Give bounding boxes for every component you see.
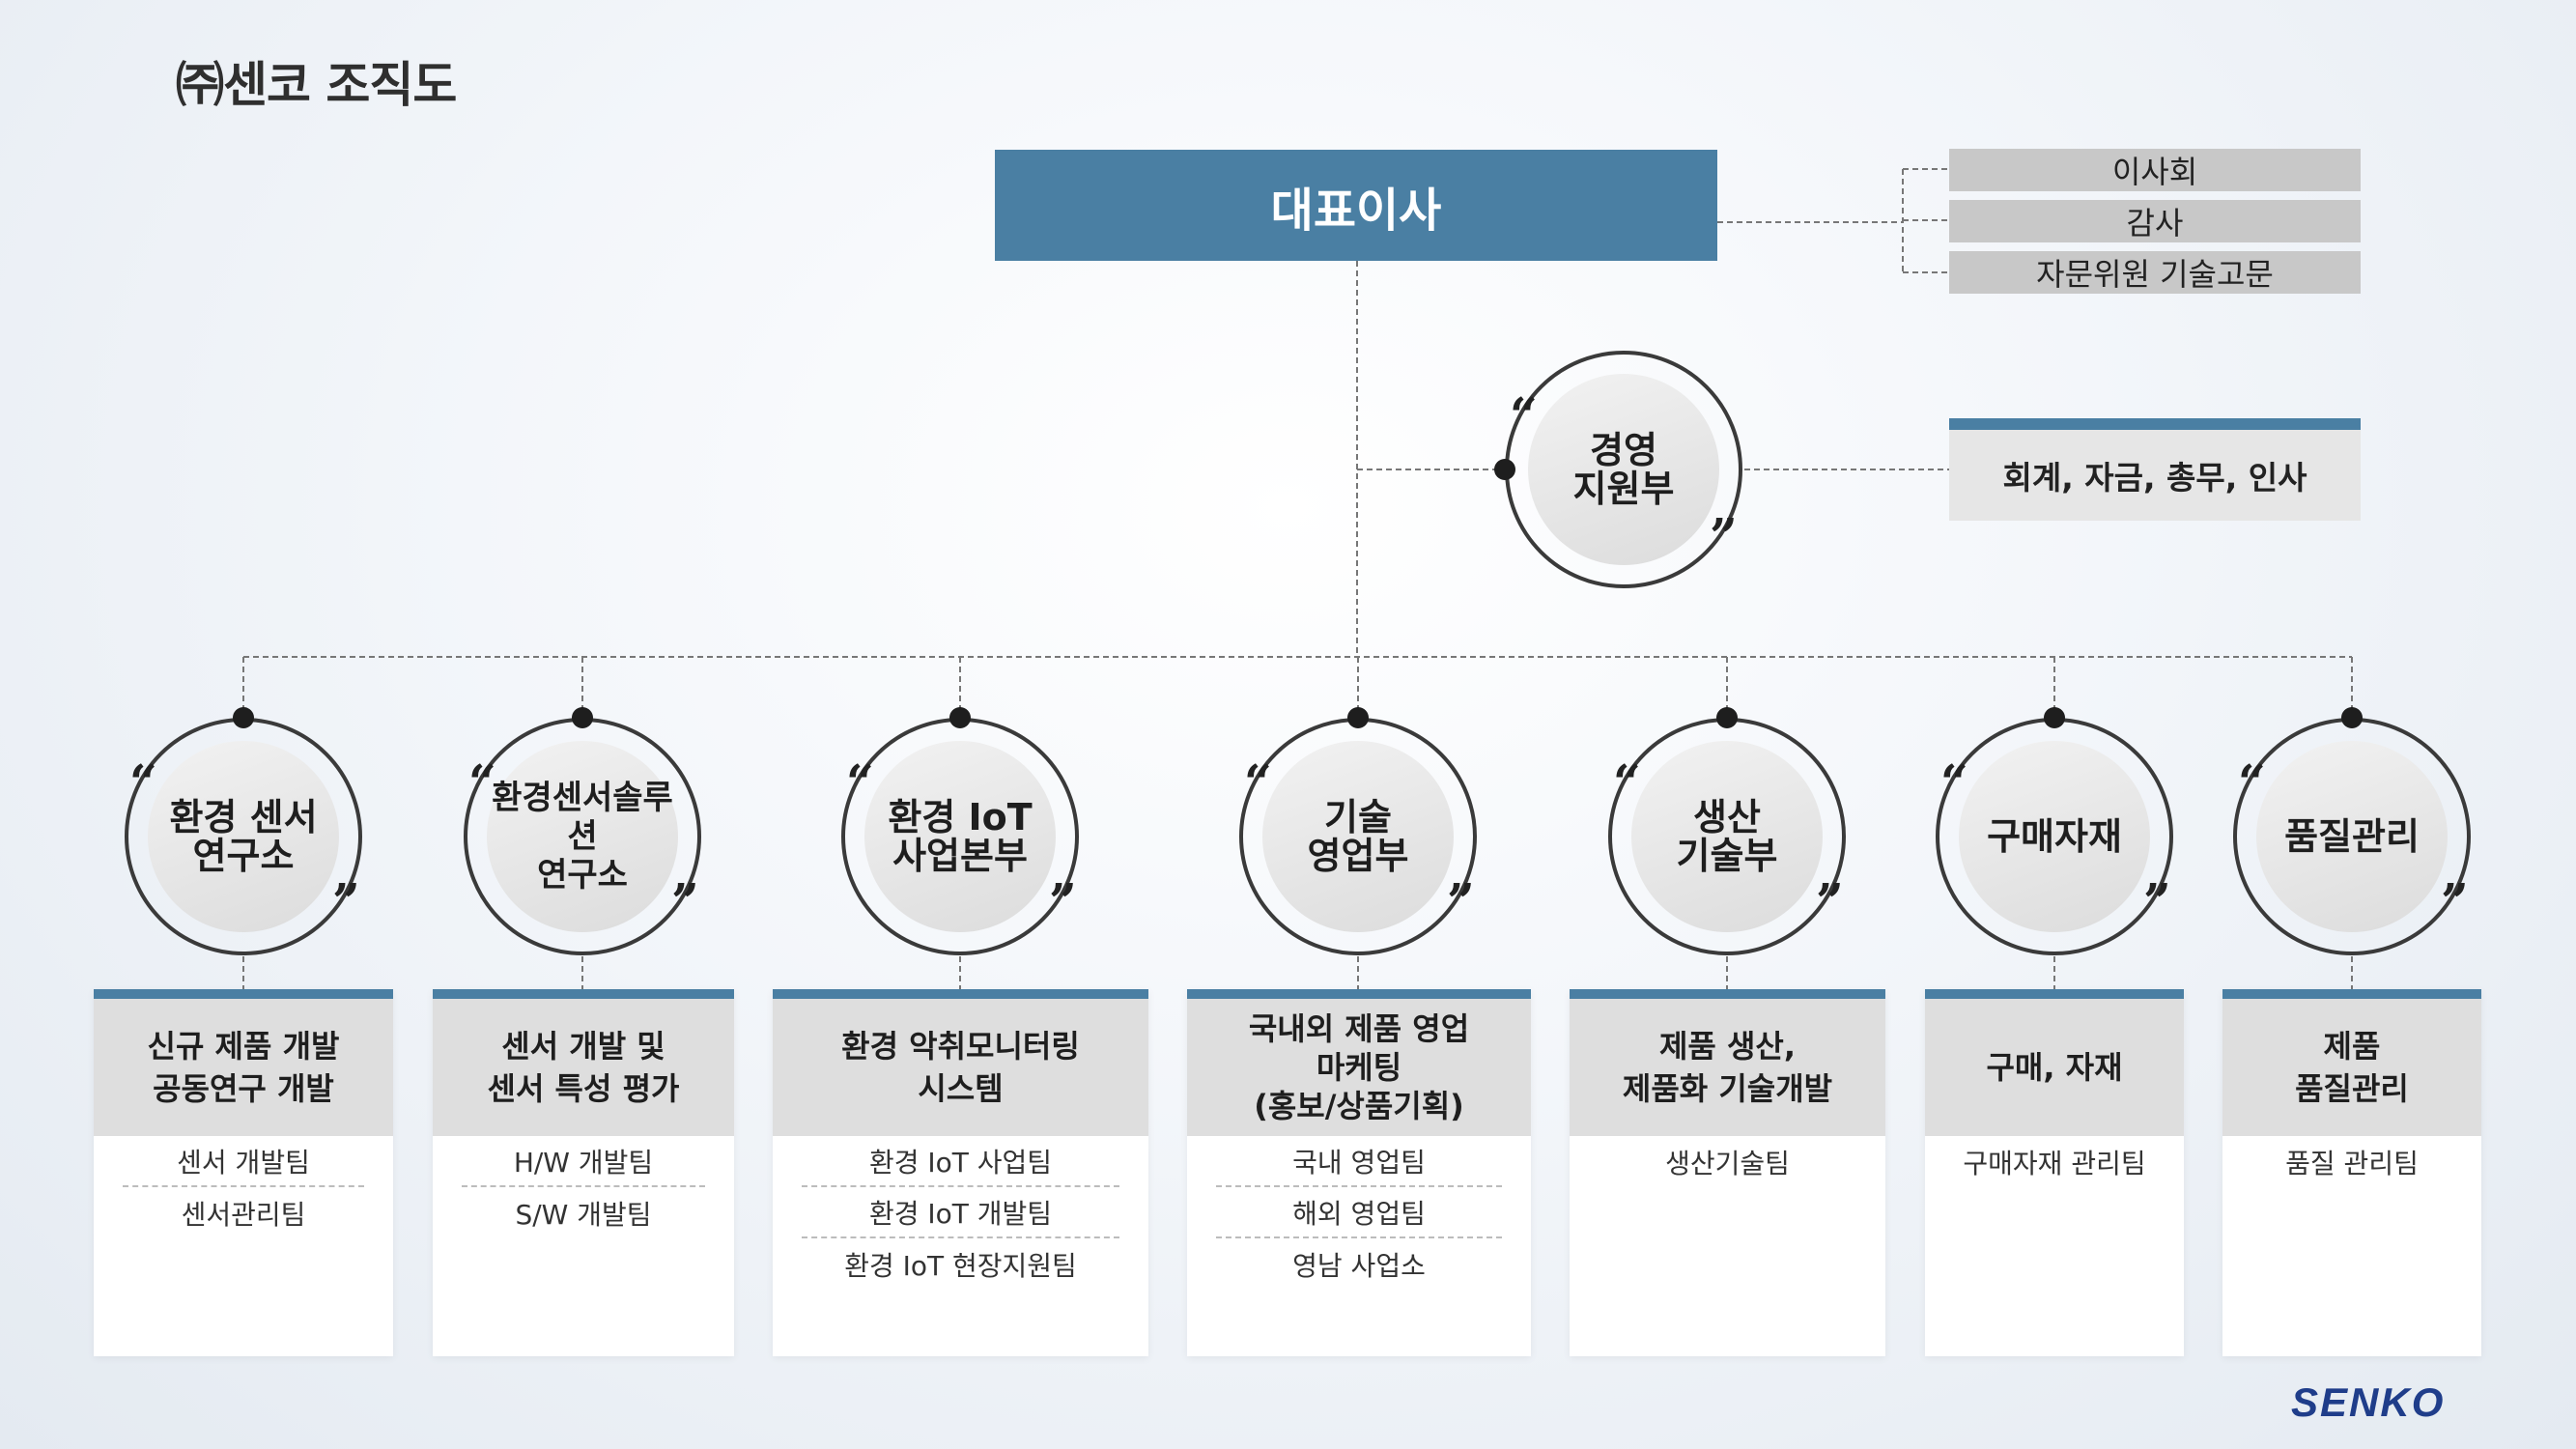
open-quote-icon: “: [129, 753, 157, 810]
dept-desc: 구매, 자재: [1925, 989, 2184, 1136]
team-item: 환경 IoT 현장지원팀: [844, 1249, 1077, 1282]
support-dot: [1494, 459, 1515, 480]
dept-box-3: 국내외 제품 영업 마케팅 (홍보/상품기획) 국내 영업팀 해외 영업팀 영남…: [1187, 989, 1531, 1356]
dept-box-0: 신규 제품 개발 공동연구 개발 센서 개발팀 센서관리팀: [94, 989, 393, 1356]
close-quote-icon: ”: [332, 872, 360, 929]
dept-label: 환경 센서 연구소: [169, 796, 318, 877]
dept-desc: 신규 제품 개발 공동연구 개발: [94, 989, 393, 1136]
dept-desc: 센서 개발 및 센서 특성 평가: [433, 989, 734, 1136]
connector-dot: [949, 707, 971, 728]
dept-desc: 국내외 제품 영업 마케팅 (홍보/상품기획): [1187, 989, 1531, 1136]
open-quote-icon: “: [468, 753, 496, 810]
dept-box-1: 센서 개발 및 센서 특성 평가 H/W 개발팀 S/W 개발팀: [433, 989, 734, 1356]
ceo-box: 대표이사: [995, 150, 1717, 261]
dept-box-4: 제품 생산, 제품화 기술개발 생산기술팀: [1570, 989, 1885, 1356]
connector-dot: [2341, 707, 2363, 728]
team-item: S/W 개발팀: [515, 1198, 652, 1231]
connector-dot: [233, 707, 254, 728]
dept-label: 생산 기술부: [1676, 796, 1778, 877]
close-quote-icon: ”: [1447, 872, 1475, 929]
dept-box-5: 구매, 자재 구매자재 관리팀: [1925, 989, 2184, 1356]
senko-logo: SENKO: [2291, 1379, 2446, 1425]
close-quote-icon: ”: [2143, 872, 2171, 929]
open-quote-icon: “: [1613, 753, 1641, 810]
team-item: H/W 개발팀: [462, 1136, 705, 1187]
dept-circle-3: 기술 영업부: [1239, 718, 1477, 955]
team-item: 해외 영업팀: [1216, 1187, 1502, 1238]
team-item: 환경 IoT 개발팀: [802, 1187, 1119, 1238]
connector-dot: [1716, 707, 1738, 728]
dept-circle-4: 생산 기술부: [1608, 718, 1846, 955]
open-quote-icon: “: [1510, 386, 1538, 443]
dept-label: 구매자재: [1987, 815, 2122, 858]
close-quote-icon: ”: [1816, 872, 1844, 929]
close-quote-icon: ”: [1710, 507, 1738, 564]
support-label: 경영 지원부: [1572, 429, 1675, 510]
dept-label: 품질관리: [2284, 815, 2420, 858]
page-title: ㈜센코 조직도: [176, 57, 457, 113]
dept-circle-5: 구매자재: [1936, 718, 2173, 955]
support-circle: 경영 지원부: [1505, 351, 1742, 588]
open-quote-icon: “: [1244, 753, 1272, 810]
team-item: 품질 관리팀: [2285, 1147, 2419, 1179]
dept-circle-2: 환경 IoT 사업본부: [841, 718, 1079, 955]
dept-circle-6: 품질관리: [2233, 718, 2471, 955]
support-desc: 회계, 자금, 총무, 인사: [1949, 418, 2361, 521]
team-item: 국내 영업팀: [1216, 1136, 1502, 1187]
dept-label: 환경센서솔루션 연구소: [492, 779, 673, 895]
dept-circle-1: 환경센서솔루션 연구소: [464, 718, 701, 955]
close-quote-icon: ”: [671, 872, 699, 929]
board-item-2: 자문위원 기술고문: [1949, 251, 2361, 294]
close-quote-icon: ”: [1049, 872, 1077, 929]
dept-desc: 환경 악취모니터링 시스템: [773, 989, 1148, 1136]
team-item: 생산기술팀: [1665, 1147, 1790, 1179]
open-quote-icon: “: [846, 753, 874, 810]
team-item: 영남 사업소: [1292, 1249, 1426, 1282]
dept-box-2: 환경 악취모니터링 시스템 환경 IoT 사업팀 환경 IoT 개발팀 환경 I…: [773, 989, 1148, 1356]
close-quote-icon: ”: [2441, 872, 2469, 929]
team-item: 환경 IoT 사업팀: [802, 1136, 1119, 1187]
dept-label: 기술 영업부: [1307, 796, 1409, 877]
dept-circle-0: 환경 센서 연구소: [125, 718, 362, 955]
dept-label: 환경 IoT 사업본부: [888, 796, 1033, 877]
dept-box-6: 제품 품질관리 품질 관리팀: [2222, 989, 2481, 1356]
dept-desc: 제품 품질관리: [2222, 989, 2481, 1136]
connector-dot: [2044, 707, 2065, 728]
open-quote-icon: “: [1940, 753, 1968, 810]
board-item-1: 감사: [1949, 200, 2361, 242]
team-item: 센서관리팀: [181, 1198, 306, 1231]
connector-dot: [572, 707, 593, 728]
board-item-0: 이사회: [1949, 149, 2361, 191]
team-item: 구매자재 관리팀: [1963, 1147, 2146, 1179]
dept-desc: 제품 생산, 제품화 기술개발: [1570, 989, 1885, 1136]
connector-dot: [1347, 707, 1369, 728]
team-item: 센서 개발팀: [123, 1136, 364, 1187]
open-quote-icon: “: [2238, 753, 2266, 810]
